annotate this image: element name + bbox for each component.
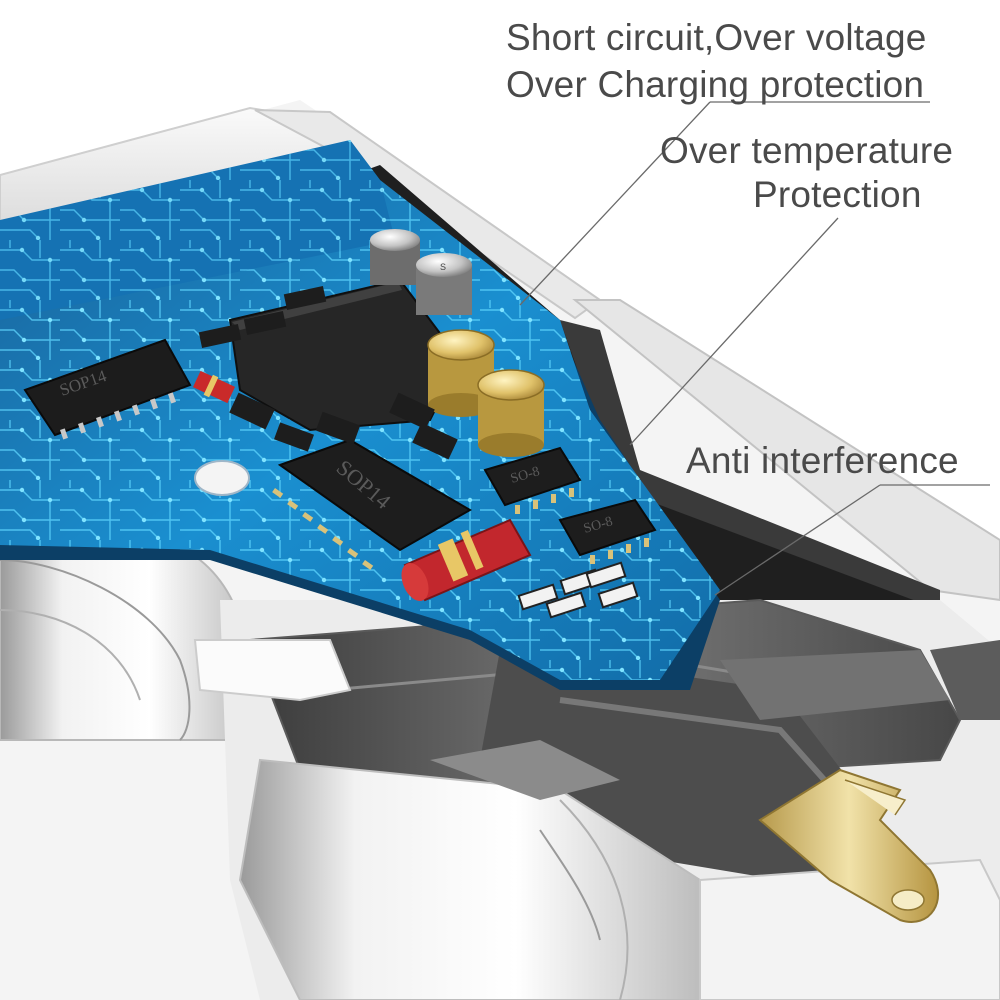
components: SOP14 SOP14 [23, 229, 657, 619]
small-red-resistor [192, 370, 236, 404]
leader-line-interference [714, 484, 881, 596]
resistor-array [517, 561, 639, 619]
so8-chip-bottom: SO-8 [558, 498, 657, 564]
sop14-chip-center: SOP14 [272, 438, 472, 570]
gray-capacitor-1 [370, 229, 420, 285]
smd-components [198, 286, 458, 460]
gold-capacitor-1 [427, 329, 495, 417]
callout-temperature-protection: Protection [753, 174, 922, 215]
callout-over-charging: Over Charging protection [506, 64, 925, 105]
gray-capacitor-2: S [416, 253, 472, 315]
svg-text:S: S [440, 262, 446, 272]
callout-lines [519, 101, 990, 596]
callout-over-temperature: Over temperature [660, 130, 954, 171]
callout-anti-interference: Anti interference [686, 440, 959, 481]
leader-line-temperature [629, 217, 839, 446]
so8-chip-top: SO-8 [483, 446, 582, 514]
gold-capacitor-2 [477, 369, 545, 457]
leader-line-protection [519, 101, 711, 306]
white-led-component [194, 460, 250, 496]
red-resistor [401, 518, 532, 602]
gold-contact-pin [758, 768, 940, 923]
callout-short-circuit: Short circuit,Over voltage [506, 17, 927, 58]
